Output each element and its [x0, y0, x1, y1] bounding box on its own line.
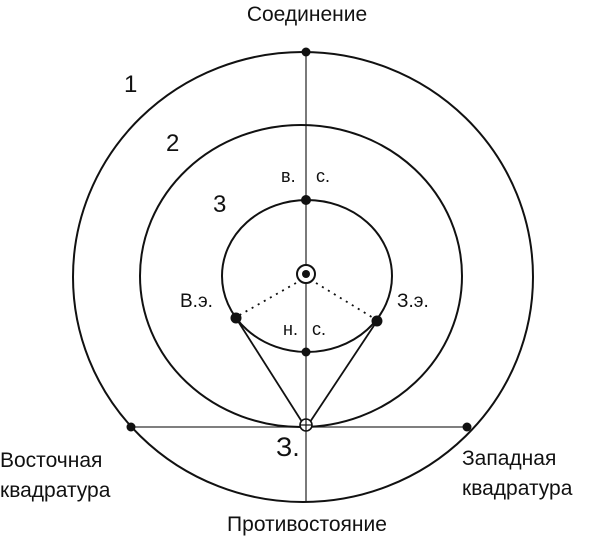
east-quadrature-line-1: Восточная: [0, 449, 103, 472]
east-quadrature-label: Восточная квадратура: [0, 446, 110, 506]
lower-conjunction-point: [301, 347, 311, 357]
upper-conjunction-label-v: в.: [281, 166, 296, 186]
conjunction-point: [301, 47, 311, 57]
sun-center-dot: [302, 270, 310, 278]
orbit-2-label: 2: [166, 130, 180, 157]
upper-conjunction-label-s: с.: [316, 166, 331, 186]
radius-dotted-west: [315, 282, 376, 320]
lower-conjunction-label-s: с.: [312, 319, 327, 339]
west-quadrature-line-1: Западная: [462, 447, 557, 470]
earth-label: З.: [276, 432, 300, 462]
east-quadrature-line-2: квадратура: [0, 479, 111, 502]
lower-conjunction-label-n: н.: [283, 319, 298, 339]
orbit-3-label: 3: [213, 191, 227, 218]
earth-icon: [299, 418, 313, 432]
tangent-line-west: [307, 320, 378, 426]
radius-dotted-east: [237, 282, 297, 317]
west-elongation-point: [371, 315, 383, 327]
east-elongation-label: В.э.: [180, 291, 213, 312]
tangent-line-east: [235, 317, 305, 426]
conjunction-label: Соединение: [246, 3, 368, 26]
east-elongation-point: [230, 312, 242, 324]
east-quadrature-point: [126, 422, 136, 432]
west-quadrature-label: Западная квадратура: [462, 444, 572, 504]
west-elongation-label: З.э.: [397, 291, 429, 312]
west-quadrature-point: [462, 422, 472, 432]
opposition-label: Противостояние: [227, 513, 387, 536]
orbit-1-label: 1: [124, 71, 138, 98]
upper-conjunction-point: [301, 195, 311, 205]
west-quadrature-line-2: квадратура: [462, 477, 573, 500]
